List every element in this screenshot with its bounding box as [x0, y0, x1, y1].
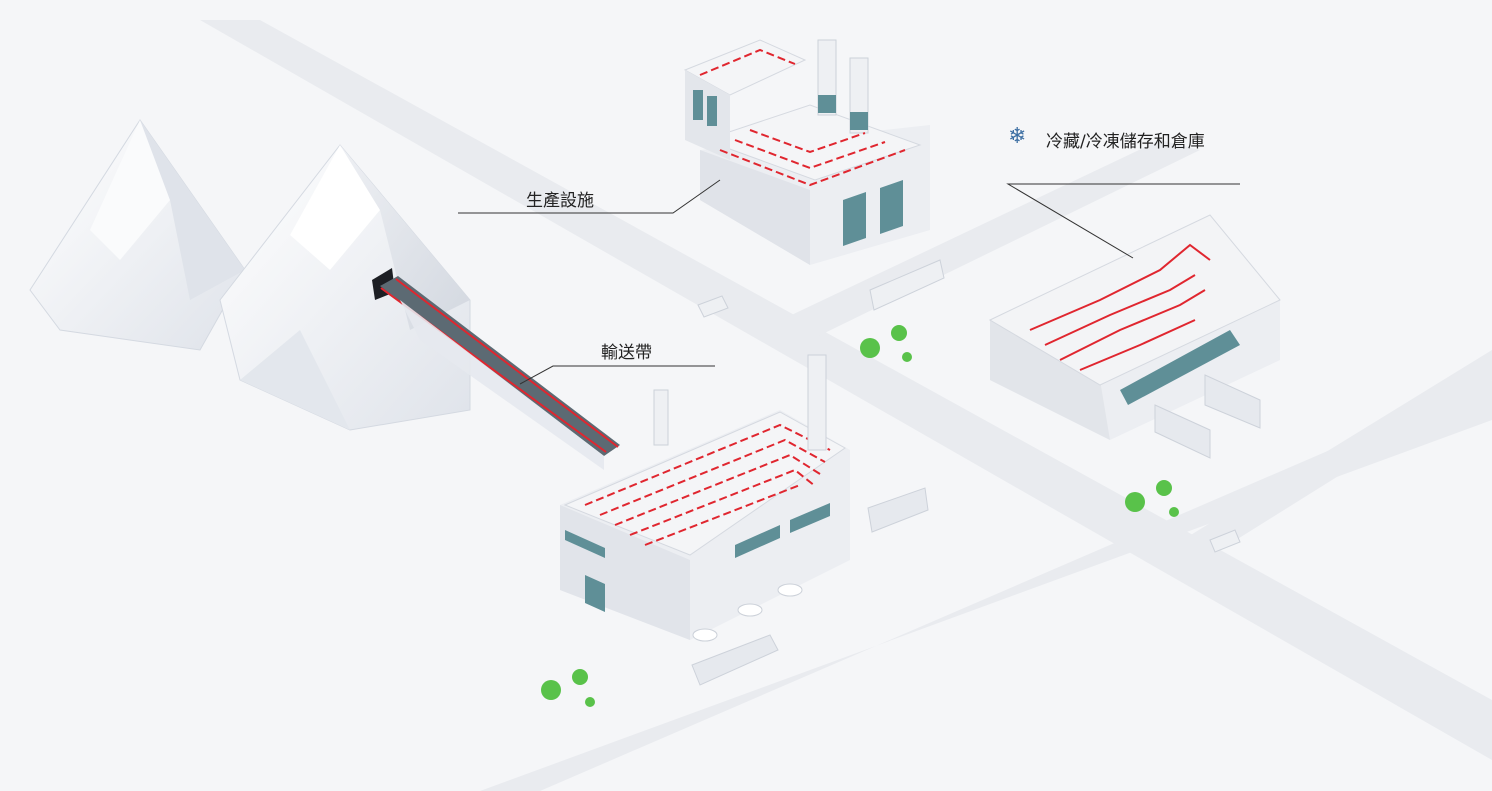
- cold-storage-label: 冷藏/冷凍儲存和倉庫: [1046, 132, 1205, 152]
- tanker-truck: [691, 634, 779, 686]
- mountain-range: [29, 119, 471, 431]
- truck: [1154, 404, 1211, 459]
- main-road-diagonal: [200, 20, 1492, 760]
- cross-road-upper: [760, 140, 1200, 345]
- snowflake-icon: ❄: [1008, 124, 1027, 149]
- production-building: [683, 39, 930, 265]
- tree: [585, 697, 595, 707]
- conveyor-belt-label: 輸送帶: [601, 343, 652, 363]
- tree: [1156, 480, 1172, 496]
- conveyor-belt: [380, 276, 620, 470]
- road-right: [1150, 350, 1492, 575]
- tree: [860, 338, 880, 358]
- tree: [1125, 492, 1145, 512]
- leader-line-conveyor: [519, 365, 715, 385]
- truck: [1204, 374, 1261, 429]
- leader-lines: [458, 179, 1240, 385]
- factory-roof: [563, 411, 846, 556]
- leader-line-cold-storage: [1006, 183, 1240, 259]
- car: [697, 295, 729, 318]
- tree: [1169, 507, 1179, 517]
- leader-line-production: [458, 179, 721, 214]
- cold-storage-warehouse: [988, 214, 1281, 459]
- tree: [902, 352, 912, 362]
- main-factory: [560, 354, 929, 686]
- chimney: [807, 354, 827, 451]
- tree: [541, 680, 561, 700]
- dump-truck: [867, 487, 929, 533]
- car: [1209, 529, 1241, 553]
- tree: [891, 325, 907, 341]
- production-facility-label: 生產設施: [526, 191, 594, 211]
- tree: [572, 669, 588, 685]
- vehicles: [697, 259, 1241, 553]
- trees: [541, 325, 1179, 707]
- truck: [869, 259, 945, 311]
- roads: [200, 20, 1492, 791]
- production-roof: [703, 104, 922, 181]
